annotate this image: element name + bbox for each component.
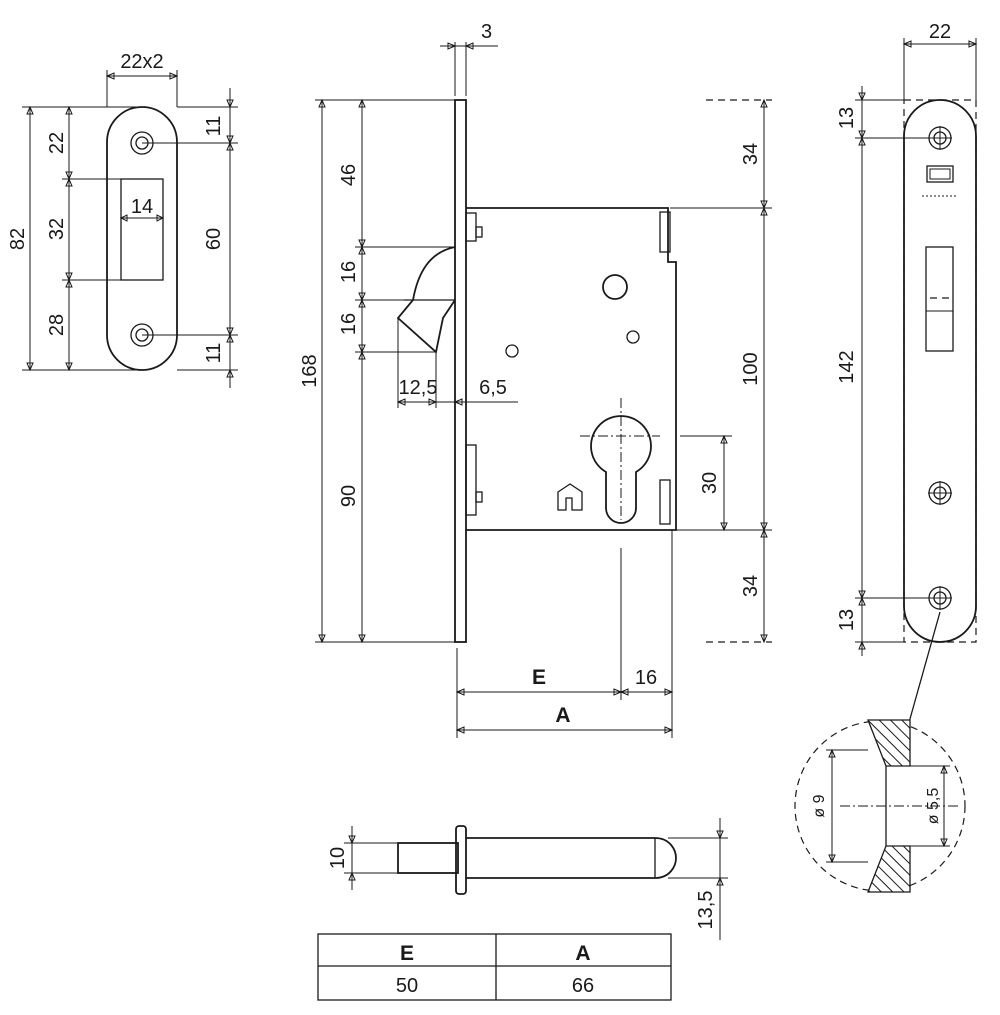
dim-lower: 90: [338, 485, 360, 507]
dim-faceplate-thickness: 3: [481, 21, 492, 43]
faceplate-front-view: 22 13 142 13: [836, 21, 978, 727]
dim-faceplate-hole-top: 13: [836, 107, 858, 129]
follower-hole: [602, 274, 628, 300]
dim-strike-middle: 32: [46, 218, 68, 240]
dim-faceplate-hole-bottom: 13: [836, 609, 858, 631]
dim-latch-offset: 6,5: [479, 377, 507, 399]
dim-strike-bottom: 28: [46, 314, 68, 336]
strike-slot: [120, 178, 164, 281]
dim-latch-projection: 12,5: [399, 377, 438, 399]
dim-cylinder-centre: 30: [699, 472, 721, 494]
table-value-e: 50: [396, 975, 418, 997]
dim-strike-overall: 82: [7, 228, 29, 250]
countersink-section-top: [867, 719, 911, 767]
latch-bolt: [396, 246, 456, 354]
dim-latch-upper: 16: [338, 261, 360, 283]
table-header-e: E: [400, 942, 414, 965]
strike-plate-view: 22x2 14 22 32 28 82 11 60 11: [7, 51, 238, 388]
dim-faceplate-length: 142: [836, 350, 858, 383]
cylinder-cutout: [590, 415, 652, 524]
dimension-table: E A 50 66: [317, 933, 672, 1001]
dim-strike-width: 22x2: [120, 51, 163, 73]
table-header-a: A: [575, 942, 590, 965]
countersink-section-bottom: [867, 845, 911, 893]
dim-strike-hole-spacing: 60: [203, 228, 225, 250]
dim-overall-height: 168: [299, 354, 321, 387]
dim-backset: E: [532, 666, 546, 689]
dim-outer-diameter: ø 9: [811, 794, 828, 817]
dim-case-depth: A: [555, 704, 570, 727]
latch-body: [466, 837, 677, 879]
lock-case-outline: [466, 207, 677, 531]
dim-case-top-gap: 34: [740, 143, 762, 165]
latch-side-view: 10 13,5: [327, 818, 728, 940]
lock-body-view: 3 168 46 16 16 90 12,5 6,5 34 100 34: [299, 21, 772, 738]
latch-window: [925, 246, 954, 352]
brand-logo-inner: [929, 168, 951, 180]
faceplate-front-outline: [903, 99, 977, 643]
dim-latch-lower: 16: [338, 313, 360, 335]
latch-bolt-tip: [397, 842, 459, 874]
dim-slot-width: 14: [131, 196, 153, 218]
dim-case-height: 100: [740, 352, 762, 385]
faceplate-screw-middle: [928, 481, 952, 505]
latch-flange: [455, 825, 467, 895]
strike-plate-outline: [106, 106, 178, 371]
table-value-a: 66: [572, 975, 594, 997]
dim-case-bottom-gap: 34: [740, 575, 762, 597]
faceplate-edge: [454, 99, 467, 643]
dim-faceplate-width: 22: [929, 21, 951, 43]
dim-strike-hole-top: 11: [203, 116, 225, 137]
dim-strike-hole-bottom: 11: [203, 343, 225, 364]
dim-bolt-height: 10: [327, 847, 349, 869]
dim-latch-overall-height: 13,5: [695, 891, 717, 930]
brand-logo: [926, 165, 954, 183]
dim-inner-diameter: ø 5,5: [925, 788, 942, 825]
dim-strike-top: 22: [46, 132, 68, 154]
dim-rear: 16: [635, 667, 657, 689]
dim-upper: 46: [338, 164, 360, 186]
countersink-detail: ø 9 ø 5,5: [794, 719, 966, 893]
